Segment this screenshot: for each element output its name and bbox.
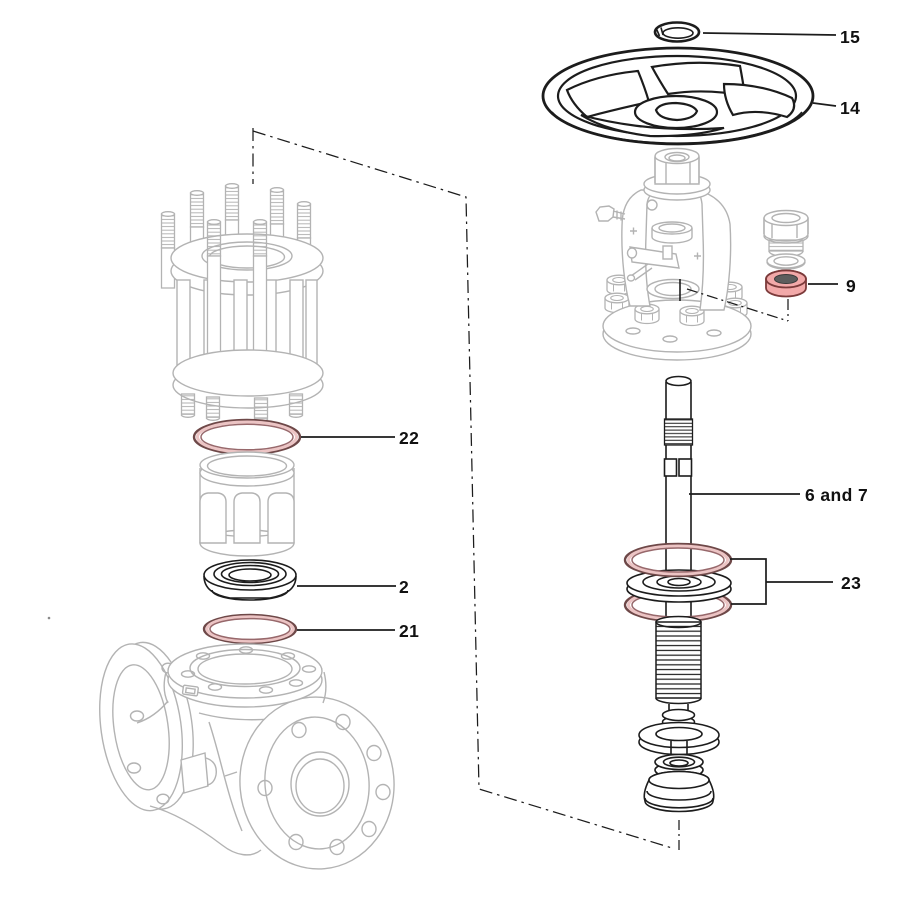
fold-line xyxy=(252,128,673,849)
callout-label-23: 23 xyxy=(841,573,862,593)
speck xyxy=(47,616,51,620)
valve-body xyxy=(99,641,395,870)
handwheel-14 xyxy=(541,46,815,146)
leader-lines xyxy=(297,32,838,631)
packing-nut xyxy=(763,209,809,258)
packing-ring-9 xyxy=(765,269,807,298)
callout-label-14: 14 xyxy=(840,98,861,118)
callout-label-21: 21 xyxy=(399,621,420,641)
callout-label-2: 2 xyxy=(399,577,410,597)
packing-washer xyxy=(766,253,806,270)
gasket-23-upper xyxy=(623,542,733,578)
stud-cage-assembly xyxy=(160,183,324,422)
part9-locator-line xyxy=(686,288,789,322)
gasket-22 xyxy=(192,418,302,456)
callout-label-6-and-7: 6 and 7 xyxy=(805,485,869,505)
callout-label-9: 9 xyxy=(846,276,857,296)
valve-stem-6-7 xyxy=(623,375,733,853)
seat-ring-2 xyxy=(203,559,297,601)
bonnet-assembly xyxy=(595,147,752,361)
callout-label-15: 15 xyxy=(840,27,861,47)
lock-ring-15 xyxy=(653,21,701,43)
gasket-21 xyxy=(202,613,298,645)
cage xyxy=(199,451,295,557)
callout-label-22: 22 xyxy=(399,428,420,448)
packing-disc xyxy=(626,569,732,603)
